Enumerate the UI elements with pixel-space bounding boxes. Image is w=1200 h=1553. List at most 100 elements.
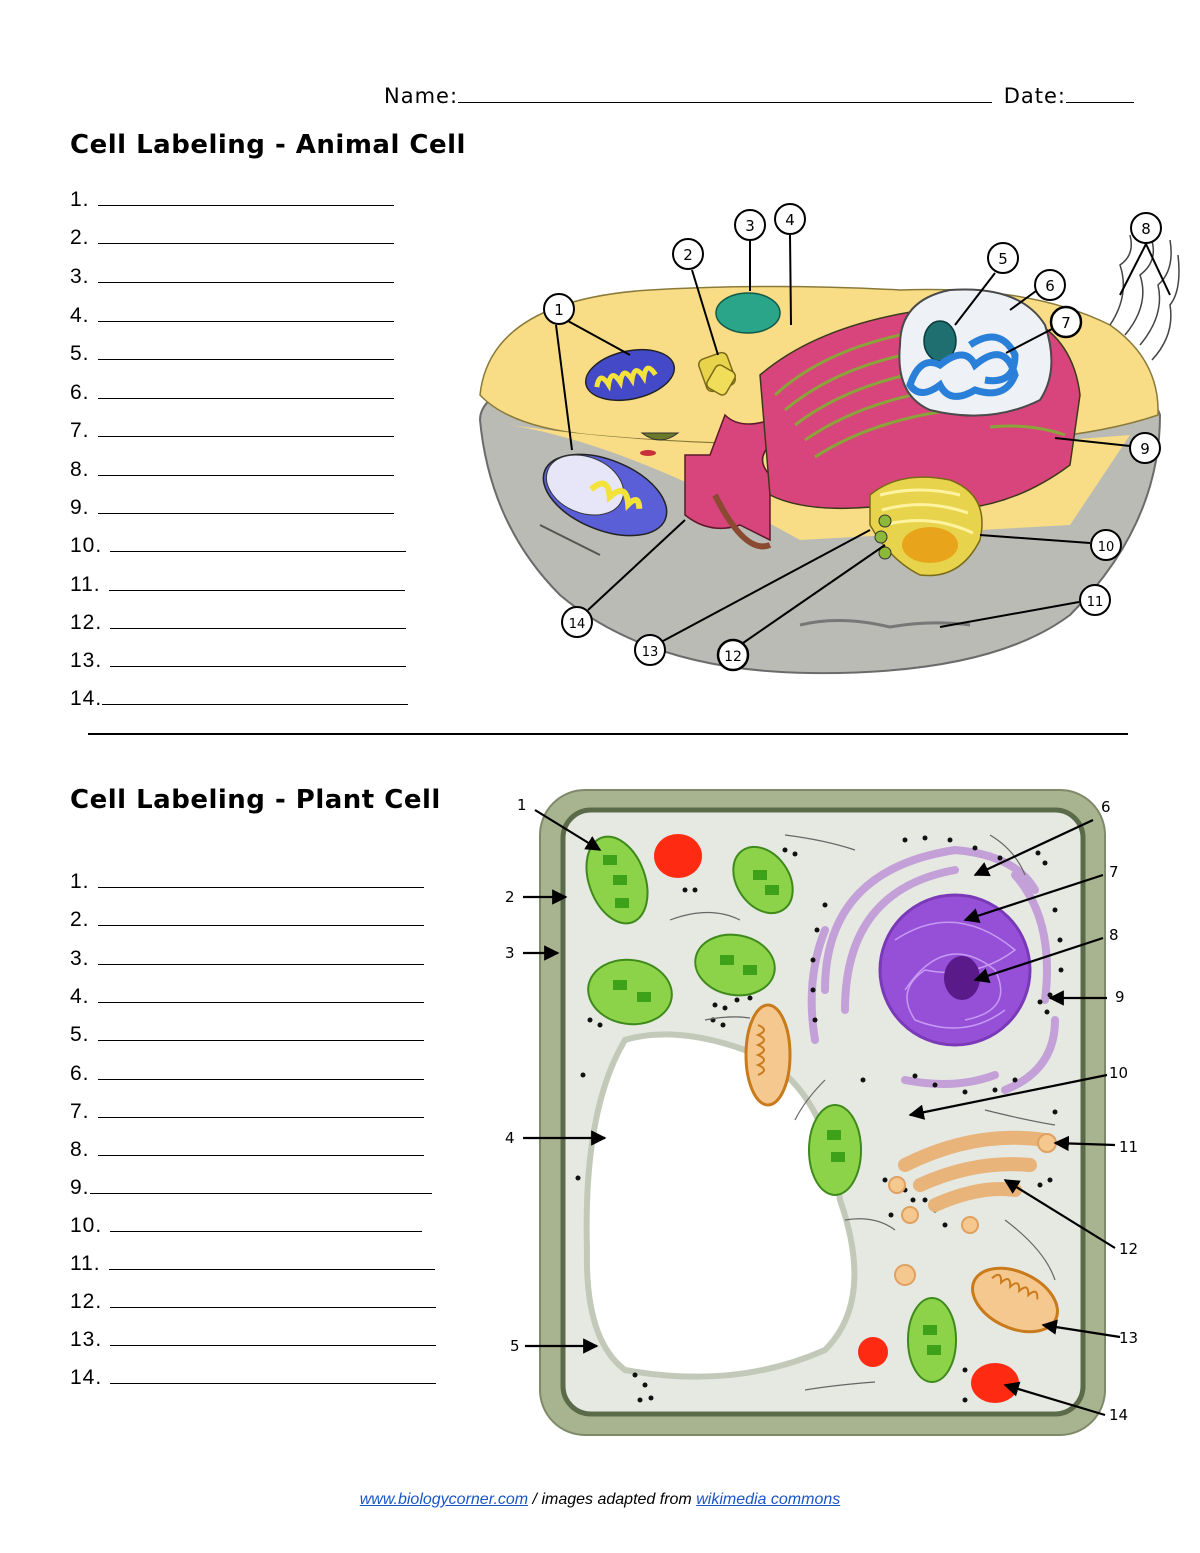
answer-blank[interactable] (97, 1024, 424, 1041)
animal-cell-diagram: 1 2 3 4 5 6 7 8 9 10 11 12 13 14 (478, 203, 1180, 675)
list-item: 8. (70, 1138, 424, 1162)
list-item: 14. (70, 1366, 437, 1390)
item-number: 6. (70, 1062, 90, 1085)
callout-text: 11 (1087, 595, 1104, 610)
callout-4 (774, 203, 806, 235)
list-item: 11. (70, 1252, 435, 1276)
cilia (1109, 234, 1180, 361)
animal-callout-labels: 1 2 3 4 5 6 7 8 9 10 11 12 13 14 (554, 211, 1151, 665)
answer-blank[interactable] (110, 1367, 437, 1384)
nucleus (878, 893, 1032, 1047)
list-item: 7. (70, 419, 394, 443)
answer-blank[interactable] (97, 1063, 424, 1080)
callout-text: 6 (1045, 277, 1055, 295)
item-number: 8. (70, 1138, 90, 1161)
answer-blank[interactable] (97, 948, 424, 965)
answer-blank[interactable] (97, 871, 424, 888)
callout-13 (634, 634, 666, 666)
item-number: 9. (70, 1176, 90, 1199)
callout-1 (543, 293, 575, 325)
date-blank[interactable] (1066, 102, 1134, 103)
answer-blank[interactable] (110, 612, 407, 629)
answer-blank[interactable] (110, 1329, 437, 1346)
callout-10 (1090, 529, 1122, 561)
list-item: 10. (70, 1214, 423, 1238)
name-blank[interactable] (458, 102, 993, 103)
callout-text: 7 (1109, 863, 1119, 881)
answer-blank[interactable] (97, 459, 394, 476)
source-link[interactable]: wikimedia commons (696, 1491, 841, 1508)
list-item: 13. (70, 1328, 437, 1352)
callout-text: 2 (505, 888, 515, 906)
answer-blank[interactable] (97, 266, 394, 283)
section-divider (88, 733, 1128, 735)
item-number: 9. (70, 496, 90, 519)
answer-blank[interactable] (97, 189, 394, 206)
answer-blank[interactable] (108, 574, 405, 591)
answer-blank[interactable] (97, 305, 394, 322)
smooth-er (684, 413, 772, 550)
item-number: 4. (70, 985, 90, 1008)
list-item: 4. (70, 304, 394, 328)
answer-blank[interactable] (89, 1177, 432, 1194)
list-item: 12. (70, 1290, 437, 1314)
answer-blank[interactable] (97, 420, 394, 437)
callout-11 (1079, 584, 1111, 616)
footer: www.biologycorner.com / images adapted f… (0, 1491, 1200, 1509)
item-number: 6. (70, 381, 90, 404)
answer-blank[interactable] (97, 909, 424, 926)
vesicle-top (654, 834, 702, 878)
answer-blank[interactable] (110, 1215, 423, 1232)
list-item: 3. (70, 265, 394, 289)
item-number: 8. (70, 458, 90, 481)
item-number: 3. (70, 947, 90, 970)
callout-text: 8 (1109, 926, 1119, 944)
answer-blank[interactable] (97, 1101, 424, 1118)
answer-blank[interactable] (97, 227, 394, 244)
nucleus (898, 288, 1053, 417)
item-number: 5. (70, 342, 90, 365)
callout-2 (672, 238, 704, 270)
list-item: 11. (70, 573, 405, 597)
callout-text: 4 (505, 1129, 515, 1147)
item-number: 11. (70, 1252, 101, 1275)
item-number: 1. (70, 870, 90, 893)
answer-blank[interactable] (108, 1253, 435, 1270)
list-item: 6. (70, 1062, 424, 1086)
plant-label-list: 1. 2. 3. 4. 5. 6. 7. 8. 9. 10. 11. 12. 1… (70, 870, 480, 1410)
list-item: 9. (70, 496, 394, 520)
item-number: 14. (70, 687, 103, 710)
rough-er (807, 845, 1059, 1094)
animal-callouts (543, 203, 1171, 672)
callout-text: 6 (1101, 798, 1111, 816)
vesicle-large (971, 1363, 1019, 1403)
answer-blank[interactable] (110, 1291, 437, 1308)
lysosome-shape (715, 292, 781, 334)
list-item: 1. (70, 870, 424, 894)
answer-blank[interactable] (97, 382, 394, 399)
item-number: 2. (70, 226, 90, 249)
item-number: 2. (70, 908, 90, 931)
list-item: 10. (70, 534, 407, 558)
answer-blank[interactable] (97, 986, 424, 1003)
answer-blank[interactable] (97, 497, 394, 514)
callout-text: 9 (1140, 440, 1150, 458)
name-field: Name: Date: (384, 84, 1134, 108)
answer-blank[interactable] (110, 650, 407, 667)
callout-text: 3 (745, 217, 755, 235)
callout-8 (1130, 212, 1162, 244)
list-item: 2. (70, 226, 394, 250)
answer-blank[interactable] (97, 343, 394, 360)
callout-text: 7 (1061, 314, 1071, 332)
item-number: 10. (70, 1214, 103, 1237)
answer-blank[interactable] (97, 1139, 424, 1156)
centrioles (698, 351, 736, 396)
animal-cell-title: Cell Labeling - Animal Cell (70, 130, 466, 160)
thylakoids (603, 855, 941, 1355)
ribosome-dots (575, 835, 1064, 1403)
item-number: 13. (70, 1328, 103, 1351)
site-link[interactable]: www.biologycorner.com (359, 1491, 529, 1508)
item-number: 12. (70, 1290, 103, 1313)
answer-blank[interactable] (102, 688, 409, 705)
answer-blank[interactable] (110, 535, 407, 552)
